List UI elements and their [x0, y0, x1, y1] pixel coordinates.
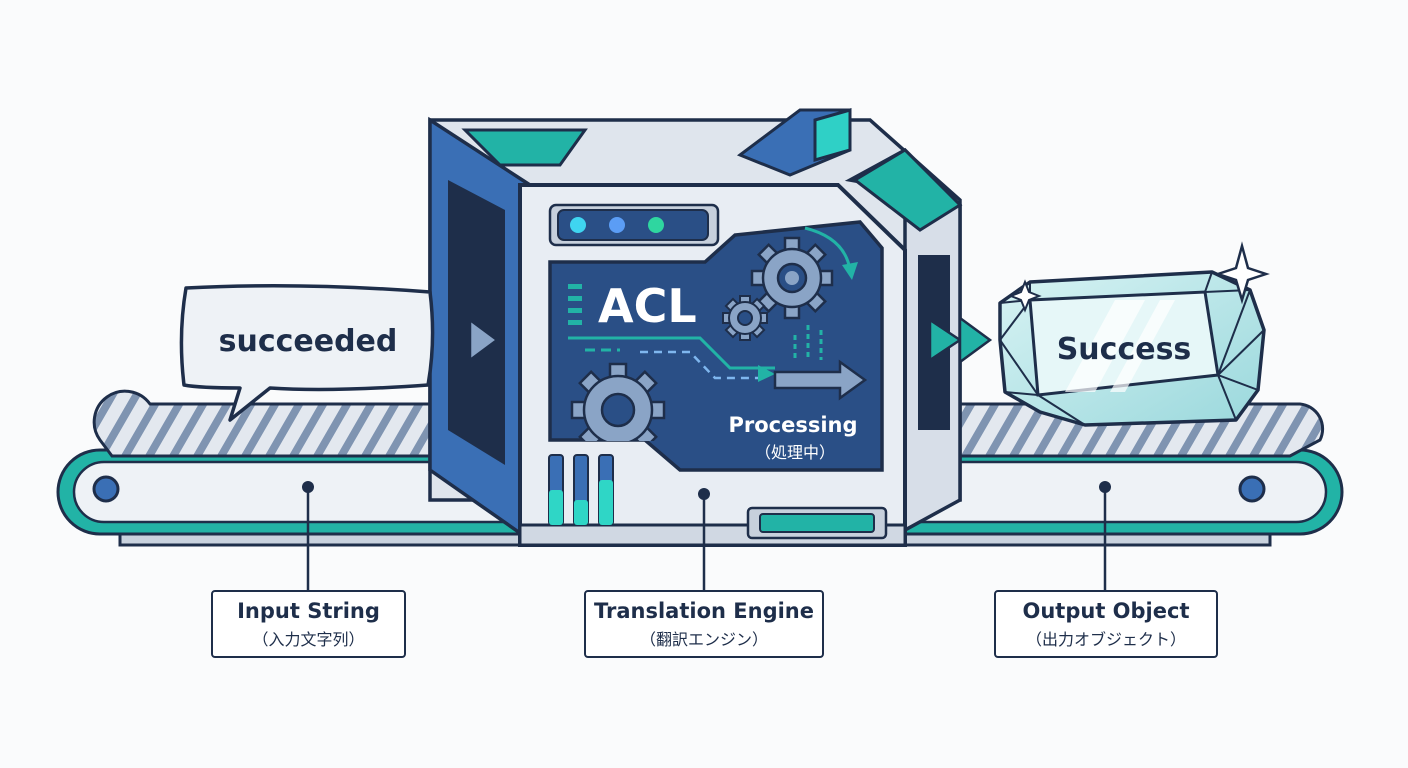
light-cyan — [570, 217, 586, 233]
output-dot — [1099, 481, 1111, 493]
engine-dot — [698, 488, 710, 500]
sparkle-icon-small — [1008, 279, 1042, 313]
label-input-title: Input String — [237, 599, 380, 623]
output-gem-text: Success — [1057, 332, 1192, 367]
output-arrow-icon-2 — [958, 315, 993, 365]
machine-title: ACL — [598, 279, 697, 333]
status-subtext: （処理中） — [755, 443, 835, 462]
light-blue — [609, 217, 625, 233]
label-output-object: Output Object （出力オブジェクト） — [994, 590, 1218, 658]
input-bubble-text: succeeded — [219, 324, 398, 359]
right-roller — [1238, 475, 1266, 503]
output-gem: Success — [998, 241, 1270, 427]
output-arrow-icon-1 — [928, 317, 963, 363]
label-output-title: Output Object — [1022, 599, 1190, 623]
label-engine-sub: （翻訳エンジン） — [639, 630, 768, 649]
processing-arrow-icon — [773, 359, 868, 401]
gear-icon-bottom — [570, 362, 666, 441]
input-dot — [302, 481, 314, 493]
label-input-string: Input String （入力文字列） — [211, 590, 406, 658]
gear-icon-large — [750, 236, 834, 320]
label-translation-engine: Translation Engine （翻訳エンジン） — [584, 590, 824, 658]
status-text: Processing — [728, 413, 857, 437]
connector-lines — [306, 487, 1107, 590]
light-green — [648, 217, 664, 233]
label-engine-title: Translation Engine — [593, 599, 814, 623]
level-bars — [548, 454, 614, 526]
indicator-lights — [548, 203, 720, 247]
label-output-sub: （出力オブジェクト） — [1025, 630, 1186, 649]
input-bubble: succeeded — [179, 284, 435, 422]
gear-icon-small — [722, 295, 768, 341]
input-arrow-icon — [468, 317, 500, 363]
left-roller — [92, 475, 120, 503]
sparkle-icon-large — [1214, 241, 1270, 305]
label-input-sub: （入力文字列） — [252, 630, 365, 649]
